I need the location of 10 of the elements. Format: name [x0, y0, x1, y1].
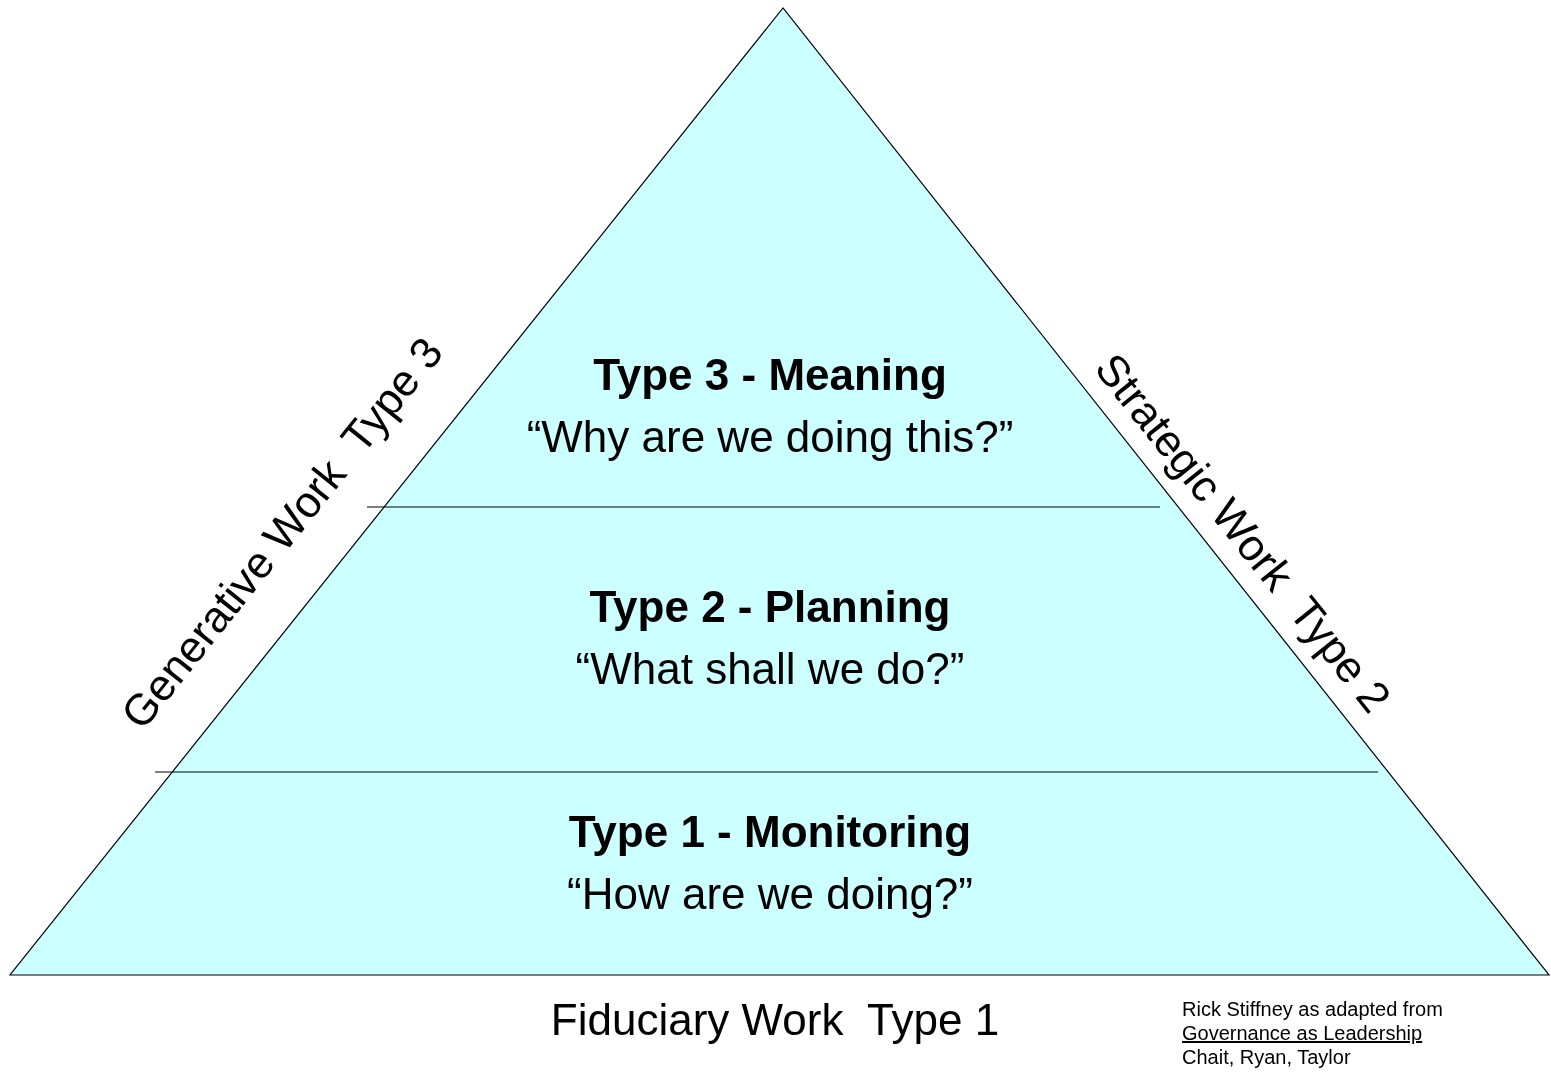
citation-text: Chait, Ryan, Taylor [1182, 1045, 1351, 1069]
side-label: Fiduciary Work Type 1 [550, 995, 1000, 1045]
tier-heading: Type 3 - Meaning [593, 349, 947, 401]
tier-question: “Why are we doing this?” [526, 411, 1014, 463]
tier-question: “How are we doing?” [567, 868, 973, 920]
tier-heading: Type 2 - Planning [589, 581, 951, 633]
citation-text: Rick Stiffney as adapted from [1182, 997, 1443, 1021]
tier-question: “What shall we do?” [575, 643, 965, 695]
tier-heading: Type 1 - Monitoring [568, 806, 972, 858]
citation-text: Governance as Leadership [1182, 1021, 1423, 1045]
